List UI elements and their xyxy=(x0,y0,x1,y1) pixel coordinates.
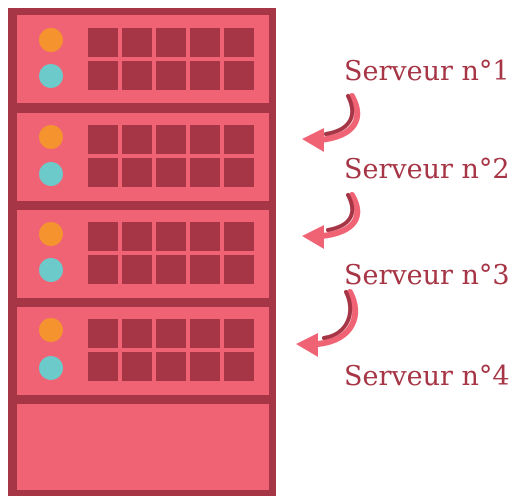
status-led-orange xyxy=(39,28,63,52)
drive-bay-grid xyxy=(88,319,254,381)
drive-bay-grid xyxy=(88,125,254,187)
curved-arrow-icon xyxy=(296,289,359,357)
curved-arrow-icon xyxy=(302,93,361,152)
server-unit-1 xyxy=(17,15,269,103)
server-unit-4 xyxy=(17,307,269,395)
server-unit-3 xyxy=(17,210,269,298)
server-label-4: Serveur n°4 xyxy=(344,361,510,392)
status-led-teal xyxy=(39,64,63,88)
rack-blank-panel xyxy=(17,404,269,490)
server-label-3: Serveur n°3 xyxy=(344,260,510,291)
status-led-orange xyxy=(39,125,63,149)
drive-bay-grid xyxy=(88,222,254,284)
status-led-teal xyxy=(39,356,63,380)
status-led-teal xyxy=(39,162,63,186)
server-label-1: Serveur n°1 xyxy=(344,56,510,87)
status-led-orange xyxy=(39,222,63,246)
drive-bay-grid xyxy=(88,28,254,90)
curved-arrow-icon xyxy=(302,192,361,249)
status-led-teal xyxy=(39,258,63,282)
server-unit-2 xyxy=(17,113,269,201)
status-led-orange xyxy=(39,318,63,342)
server-label-2: Serveur n°2 xyxy=(344,154,510,185)
